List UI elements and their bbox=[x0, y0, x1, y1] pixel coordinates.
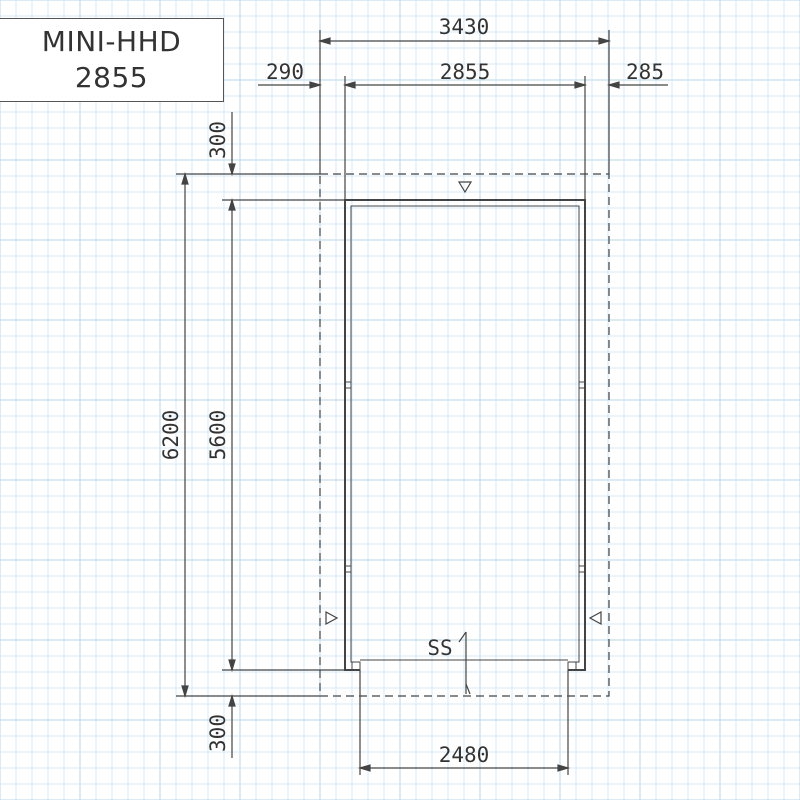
triangle-marker-left bbox=[325, 610, 339, 626]
dim-text-6200: 6200 bbox=[159, 410, 183, 461]
dim-text-290: 290 bbox=[266, 60, 304, 84]
dim-text-285: 285 bbox=[626, 60, 664, 84]
dim-inner-depth bbox=[222, 112, 345, 758]
dim-text-300-top: 300 bbox=[206, 121, 230, 159]
section-label: SS bbox=[427, 636, 452, 660]
post-marks bbox=[345, 381, 585, 671]
dim-text-3430: 3430 bbox=[439, 15, 490, 39]
dim-text-300-bottom: 300 bbox=[206, 714, 230, 752]
wall-inner-line bbox=[350, 205, 580, 663]
dim-opening-width bbox=[357, 670, 571, 775]
triangle-marker-right bbox=[588, 610, 602, 626]
model-size: 2855 bbox=[74, 61, 149, 94]
dim-text-5600: 5600 bbox=[206, 410, 230, 461]
model-name: MINI-HHD bbox=[41, 25, 182, 58]
dim-text-2480: 2480 bbox=[439, 743, 490, 767]
dim-overall-width bbox=[317, 30, 612, 174]
roof-outline bbox=[319, 173, 610, 697]
dim-text-2855: 2855 bbox=[440, 60, 491, 84]
section-line bbox=[360, 631, 568, 695]
dim-second-row bbox=[258, 76, 668, 200]
dim-overall-depth bbox=[176, 171, 320, 699]
title-block: MINI-HHD 2855 bbox=[0, 18, 224, 102]
wall-outline bbox=[344, 199, 586, 671]
triangle-marker-top bbox=[457, 181, 473, 194]
